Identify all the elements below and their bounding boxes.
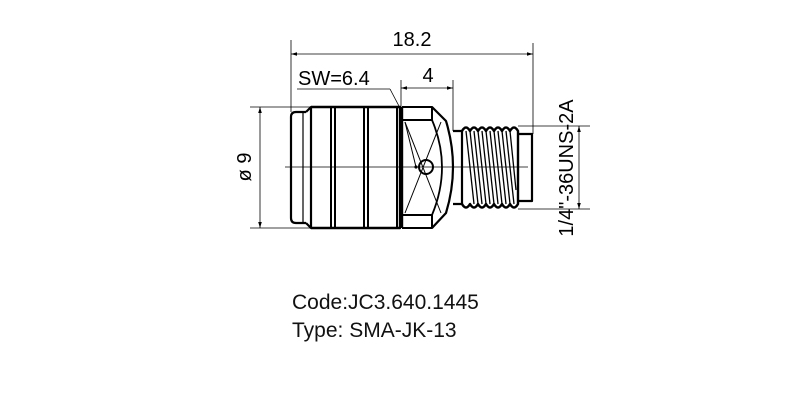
threaded-end (453, 126, 534, 209)
wrench-size-label: SW=6.4 (298, 68, 370, 90)
part-code: Code:JC3.640.1445 (292, 291, 479, 314)
hex-nut (400, 106, 455, 229)
part-type: Type: SMA-JK-13 (292, 319, 457, 342)
dimension-wrench-size: SW=6.4 (297, 68, 401, 109)
dimension-overall-length: 18.2 (290, 29, 534, 134)
dimension-hex-to-thread: 4 (400, 65, 454, 131)
dimension-body-diameter: ø 9 (234, 106, 311, 229)
body-diameter-label: ø 9 (234, 153, 256, 182)
overall-length-label: 18.2 (393, 29, 432, 51)
hex-to-thread-label: 4 (422, 65, 433, 87)
thread-spec-label: 1/4"-36UNS-2A (556, 99, 578, 237)
dimension-thread-spec: 1/4"-36UNS-2A (518, 99, 590, 237)
connector-body (289, 105, 402, 230)
